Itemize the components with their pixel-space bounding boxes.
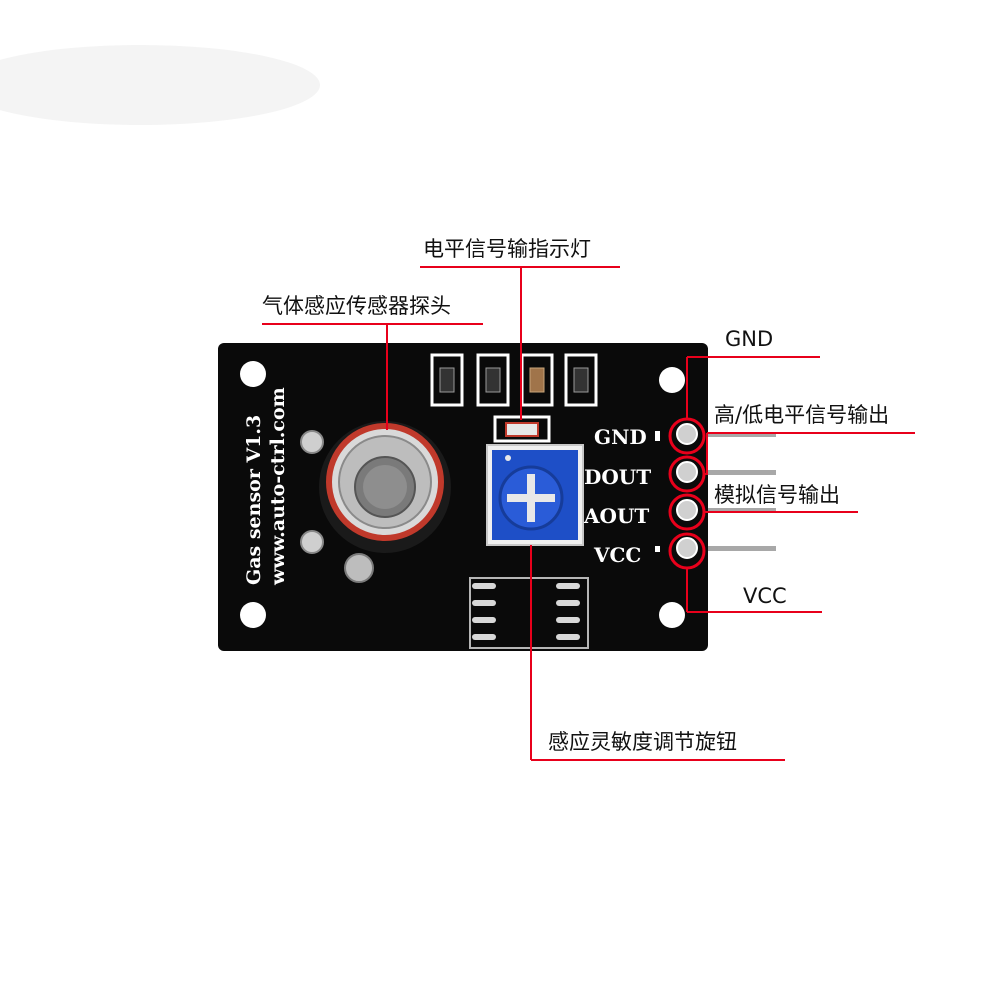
background-shadow [0, 45, 320, 125]
led-callout-label: 电平信号输指示灯 [423, 237, 591, 261]
dout-callout-label: 高/低电平信号输出 [714, 403, 890, 427]
header-pins [698, 432, 776, 551]
pin-label-aout: AOUT [583, 504, 649, 528]
component-outline [430, 353, 464, 407]
pin-label-gnd: GND [594, 425, 647, 449]
smd-components [430, 353, 598, 407]
silkscreen-text: Gas sensor V1.3 www.auto-ctrl.com [243, 387, 289, 586]
board-url: www.auto-ctrl.com [267, 387, 289, 586]
ic-footprint [469, 577, 589, 649]
mounting-hole [659, 602, 685, 628]
mounting-hole [659, 367, 685, 393]
pin-labels: GND DOUT AOUT VCC [583, 425, 651, 567]
sensor-mesh-inner [363, 465, 407, 509]
dout-callout-leader [704, 433, 708, 475]
board-body [218, 343, 708, 651]
component-outline [564, 353, 598, 407]
solder-pad [344, 553, 374, 583]
header-pads [655, 423, 698, 559]
probe-callout-label: 气体感应传感器探头 [262, 294, 451, 318]
vcc-callout-label: VCC [743, 584, 787, 608]
gas-sensor-probe [319, 421, 451, 553]
solder-pad [300, 530, 324, 554]
component-outline [476, 353, 510, 407]
led-body [505, 422, 539, 437]
mounting-hole [240, 602, 266, 628]
aout-pin-circle [668, 493, 706, 531]
knob-callout-label: 感应灵敏度调节旋钮 [548, 730, 737, 754]
aout-callout-label: 模拟信号输出 [714, 483, 840, 507]
mounting-hole [240, 361, 266, 387]
led-indicator [493, 415, 551, 443]
board-title: Gas sensor V1.3 [243, 415, 265, 585]
potentiometer [486, 444, 584, 546]
callout-lines [262, 266, 915, 761]
pin-label-vcc: VCC [593, 543, 641, 567]
pcb-board [218, 343, 708, 651]
pot-slot [507, 494, 555, 502]
pin-label-dout: DOUT [584, 465, 651, 489]
solder-pad [300, 430, 324, 454]
gnd-callout-label: GND [725, 327, 774, 351]
